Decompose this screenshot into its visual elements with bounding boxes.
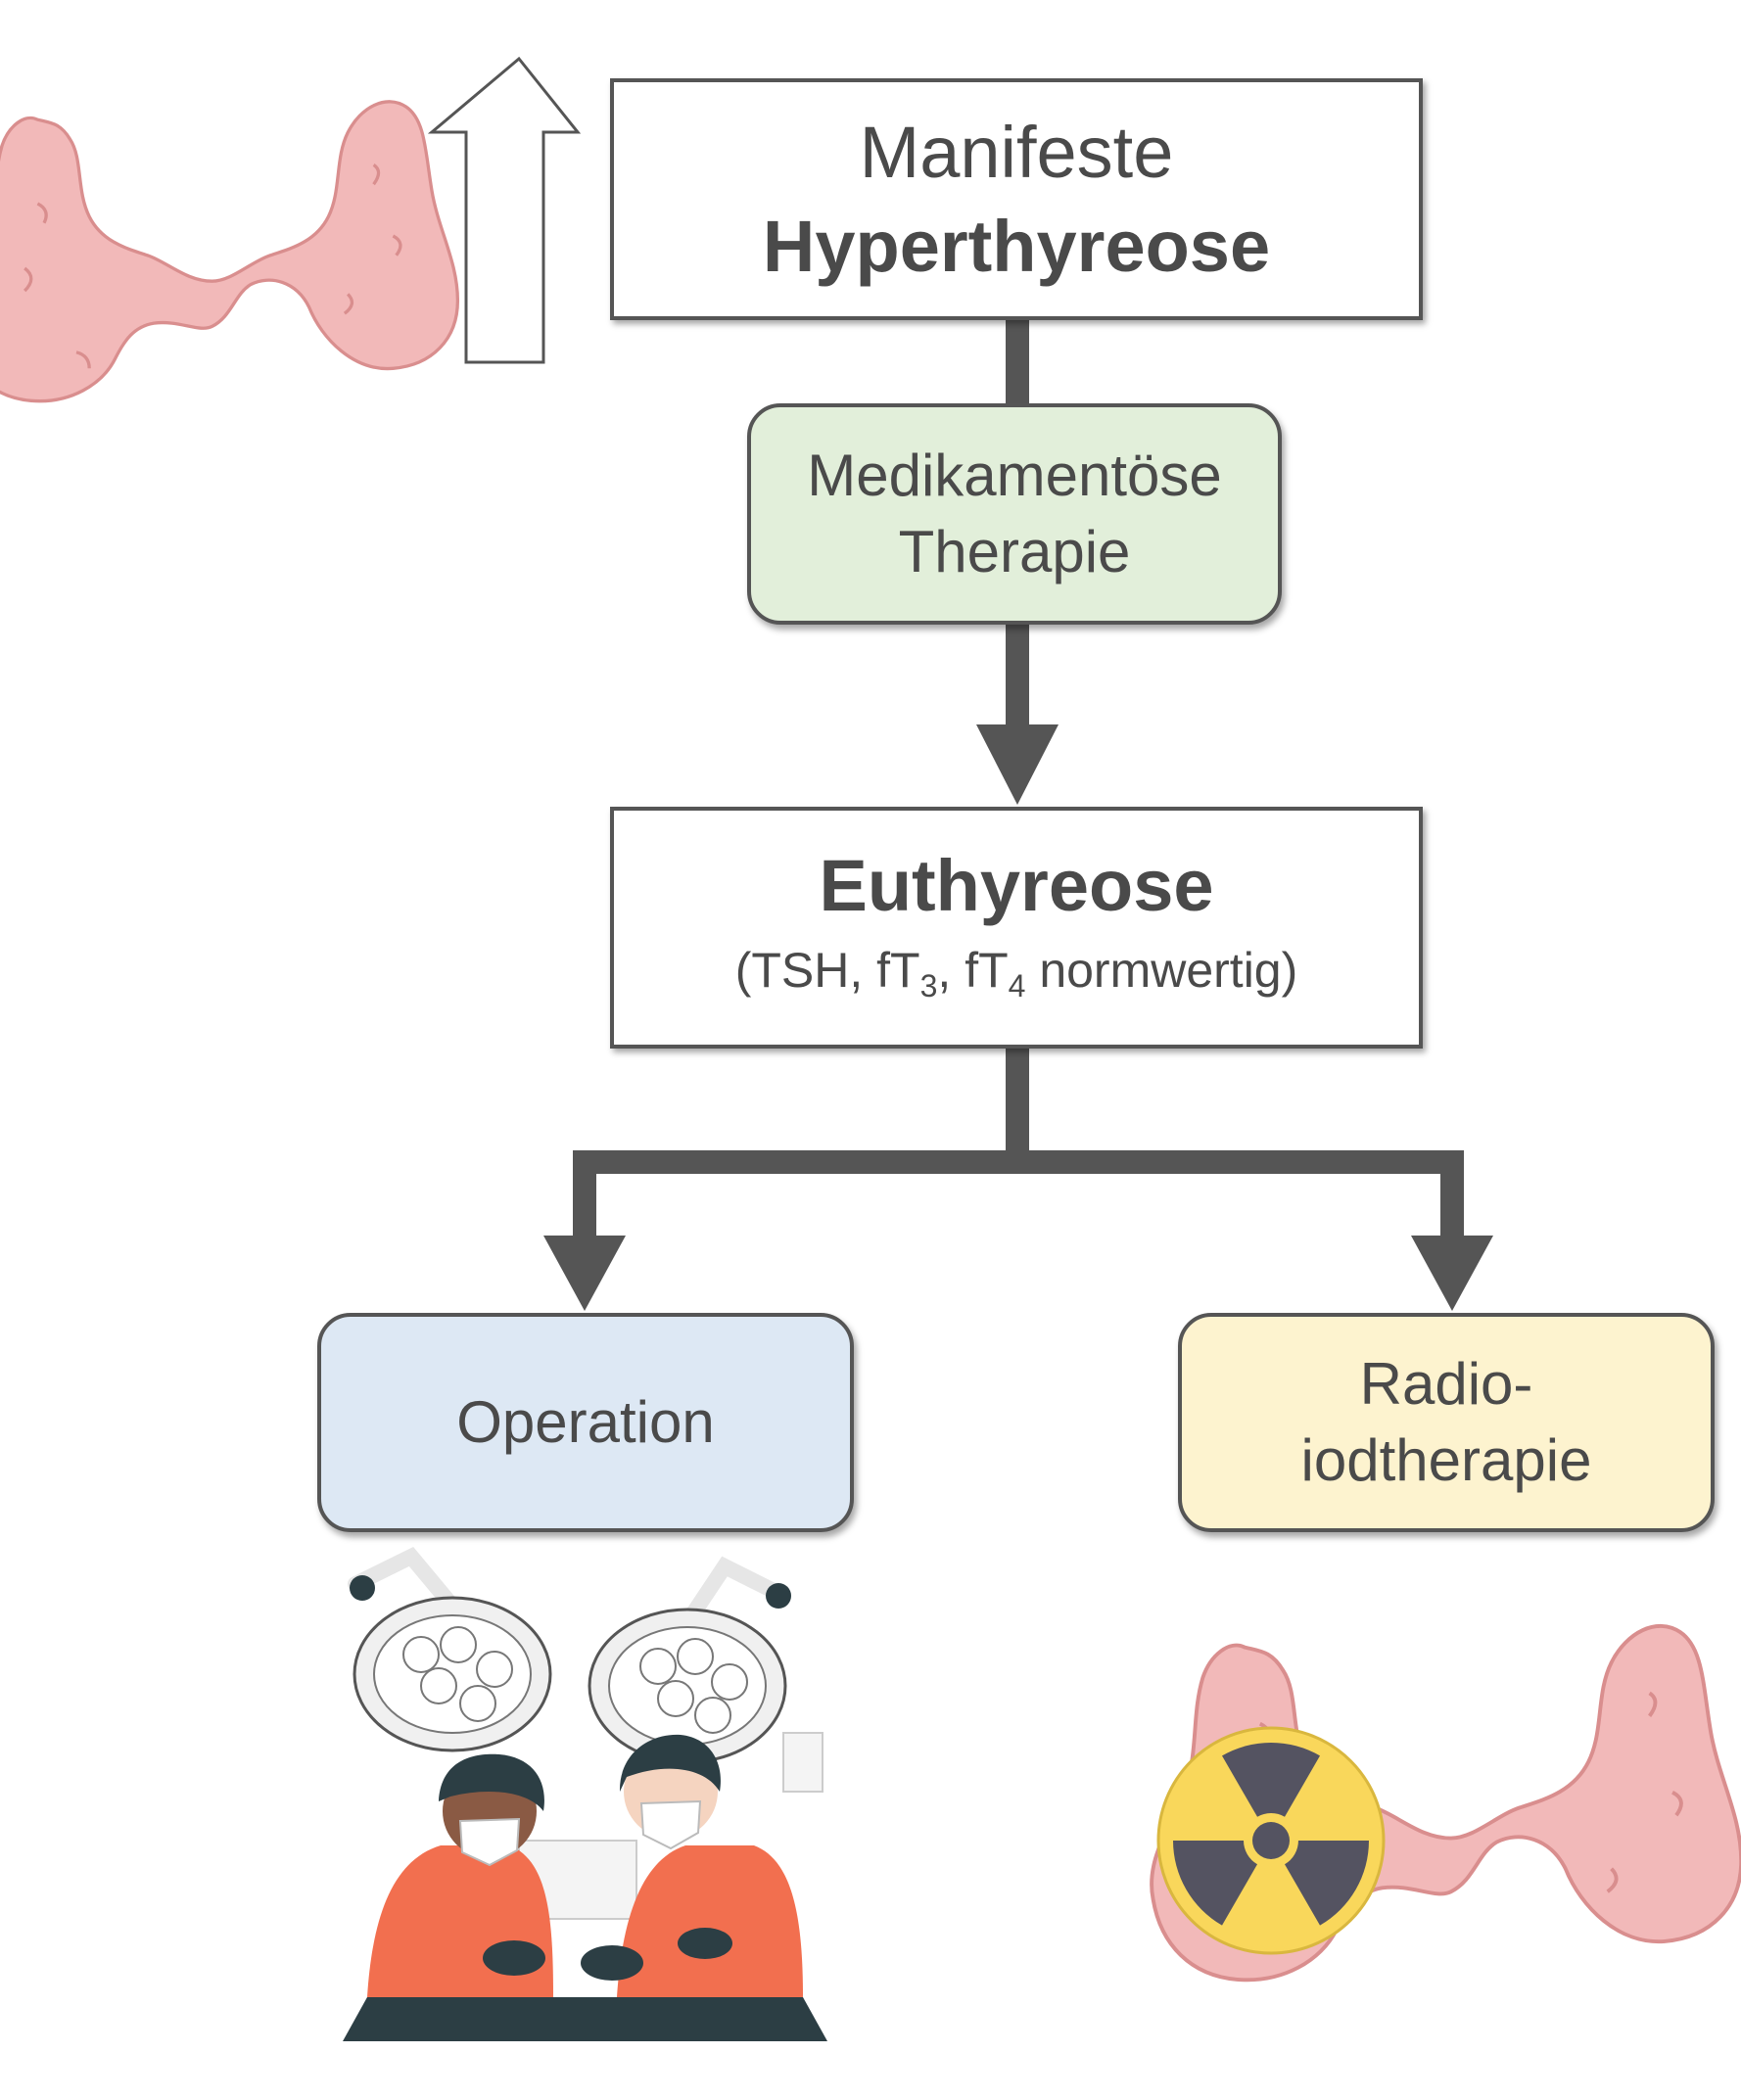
node-eu-sub-post: normwertig)	[1025, 942, 1298, 998]
node-radio-line2: iodtherapie	[1300, 1427, 1592, 1493]
node-eu-sub-index1: 3	[919, 967, 938, 1003]
radiation-icon	[1156, 1726, 1386, 1955]
connector-hyper-to-medi	[1006, 318, 1029, 406]
up-arrow-icon	[427, 56, 582, 364]
connector-branch-horizontal	[573, 1150, 1464, 1174]
node-eu-sub-pre: (TSH, fT	[734, 942, 920, 998]
node-op-label: Operation	[456, 1389, 715, 1455]
connector-lines	[543, 318, 1493, 1311]
node-eu-sub-index2: 4	[1008, 967, 1026, 1003]
node-radio-line1: Radio-	[1359, 1351, 1533, 1417]
connector-medi-to-eu	[1006, 623, 1029, 728]
connector-branch-right	[1440, 1150, 1464, 1240]
node-medi-line1: Medikamentöse	[807, 443, 1222, 508]
node-operation: Operation	[317, 1313, 854, 1532]
arrowhead-to-radio	[1411, 1236, 1493, 1311]
arrowhead-to-operation	[543, 1236, 626, 1311]
node-eu-sub-mid: , fT	[937, 942, 1009, 998]
node-hyper-line2: Hyperthyreose	[762, 205, 1271, 287]
node-eu-title: Euthyreose	[819, 844, 1214, 926]
node-manifest-hyperthyroidism: Manifeste Hyperthyreose	[610, 78, 1423, 320]
node-hyper-line1: Manifeste	[859, 111, 1174, 193]
node-medication-therapy: Medikamentöse Therapie	[747, 403, 1282, 625]
node-medi-line2: Therapie	[898, 519, 1131, 584]
node-radioiodine-therapy: Radio- iodtherapie	[1178, 1313, 1715, 1532]
node-eu-subtitle: (TSH, fT3, fT4 normwertig)	[735, 939, 1298, 1017]
node-euthyroidism: Euthyreose (TSH, fT3, fT4 normwertig)	[610, 807, 1423, 1049]
connector-eu-stem	[1006, 1047, 1029, 1162]
thyroid-icon	[0, 100, 460, 403]
arrowhead-to-eu	[976, 724, 1059, 805]
surgery-team-icon	[343, 1547, 827, 2041]
connector-branch-left	[573, 1150, 596, 1240]
